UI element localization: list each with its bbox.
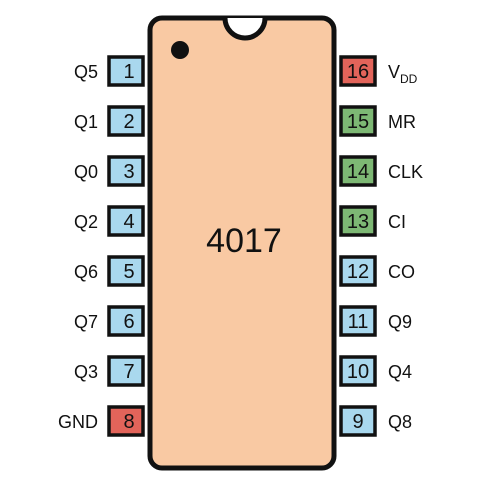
pin-14-number: 14 — [347, 161, 369, 183]
pin-12-name: CO — [388, 262, 415, 282]
pin-11-box — [339, 305, 377, 337]
pin-1-box — [107, 55, 145, 87]
pin-3-name-main: Q0 — [74, 162, 98, 182]
pin-4-name-main: Q2 — [74, 212, 98, 232]
pin-10-number: 10 — [347, 361, 369, 383]
pin-2-name-main: Q1 — [74, 112, 98, 132]
pin-11-number: 11 — [348, 311, 369, 333]
pin-16-number: 16 — [347, 61, 369, 83]
pins-layer — [107, 55, 377, 437]
pin-13-box — [339, 205, 377, 237]
pin-1-name: Q5 — [74, 62, 98, 82]
pin-3-number: 3 — [123, 161, 134, 183]
pin-8-box — [107, 405, 145, 437]
pin-9-box — [339, 405, 377, 437]
pin-13-name-main: CI — [388, 212, 406, 232]
pin-14-name: CLK — [388, 162, 423, 182]
pin-16-name-main: V — [388, 62, 400, 82]
pin-10-box — [339, 355, 377, 387]
pin-16-box — [339, 55, 377, 87]
pin-8-number: 8 — [123, 411, 134, 433]
pin-10-name: Q4 — [388, 362, 412, 382]
pin-15-box — [339, 105, 377, 137]
pin-4-name: Q2 — [74, 212, 98, 232]
pin-2-number: 2 — [123, 111, 134, 133]
pin-11-name: Q9 — [388, 312, 412, 332]
pin-4-number: 4 — [123, 211, 134, 233]
pin-1-number: 1 — [123, 61, 134, 83]
pin-6-number: 6 — [123, 311, 134, 333]
pin-14-box — [339, 155, 377, 187]
pin-labels-layer: 1 Q5 2 Q1 3 Q0 4 Q2 5 Q6 6 Q7 7 Q3 8 GND 9 Q8 10 Q4 11 Q9 12 CO… — [58, 61, 423, 433]
pin-14-name-main: CLK — [388, 162, 423, 182]
chip-notch — [222, 17, 268, 41]
pin-5-number: 5 — [123, 261, 134, 283]
pin-3-name: Q0 — [74, 162, 98, 182]
pin-16-name-subscript: DD — [400, 72, 418, 86]
pin-one-marker-dot — [171, 41, 189, 59]
pin-5-name-main: Q6 — [74, 262, 98, 282]
pin-7-name-main: Q3 — [74, 362, 98, 382]
pin-4-box — [107, 205, 145, 237]
chip-label: 4017 — [206, 222, 282, 260]
pin-11-name-main: Q9 — [388, 312, 412, 332]
pin-13-name: CI — [388, 212, 406, 232]
pin-12-name-main: CO — [388, 262, 415, 282]
pin-15-name-main: MR — [388, 112, 416, 132]
pin-15-name: MR — [388, 112, 416, 132]
pin-13-number: 13 — [347, 211, 369, 233]
pin-12-number: 12 — [347, 261, 369, 283]
pin-10-name-main: Q4 — [388, 362, 412, 382]
pin-6-box — [107, 305, 145, 337]
pin-6-name-main: Q7 — [74, 312, 98, 332]
pin-5-box — [107, 255, 145, 287]
pin-7-box — [107, 355, 145, 387]
pin-3-box — [107, 155, 145, 187]
pin-7-number: 7 — [123, 361, 134, 383]
pin-7-name: Q3 — [74, 362, 98, 382]
pin-2-box — [107, 105, 145, 137]
pin-6-name: Q7 — [74, 312, 98, 332]
pin-16-name: VDD — [388, 62, 418, 86]
pin-15-number: 15 — [347, 111, 369, 133]
pin-9-name: Q8 — [388, 412, 412, 432]
pin-12-box — [339, 255, 377, 287]
pin-8-name: GND — [58, 412, 98, 432]
pin-9-number: 9 — [352, 411, 363, 433]
pin-5-name: Q6 — [74, 262, 98, 282]
pin-9-name-main: Q8 — [388, 412, 412, 432]
pin-1-name-main: Q5 — [74, 62, 98, 82]
chip-body-group: 4017 — [147, 15, 337, 471]
pin-8-name-main: GND — [58, 412, 98, 432]
pin-2-name: Q1 — [74, 112, 98, 132]
